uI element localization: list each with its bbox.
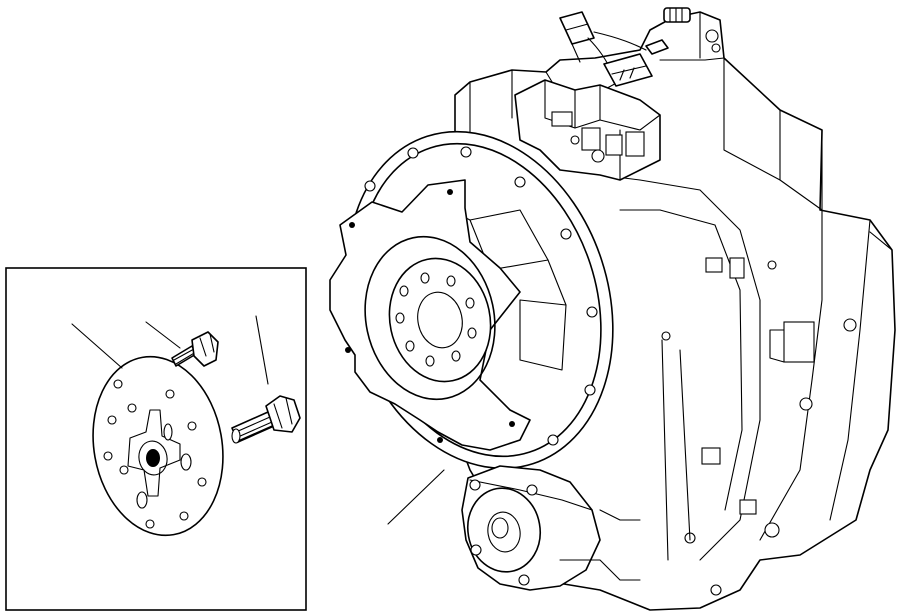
control-valve-assembly — [514, 7, 721, 181]
small-bolt — [171, 331, 219, 367]
callout-transmission — [387, 469, 445, 525]
large-bolt — [231, 395, 301, 444]
flex-plate-exploded — [92, 355, 224, 537]
callout-large-bolt — [255, 315, 269, 385]
callout-small-bolt — [145, 321, 181, 349]
inset-detail-box — [5, 267, 307, 611]
charging-pump — [461, 465, 641, 591]
flex-plate-mounted — [329, 179, 531, 451]
callout-flex-plate — [71, 323, 123, 369]
callout-leaders — [71, 315, 445, 525]
